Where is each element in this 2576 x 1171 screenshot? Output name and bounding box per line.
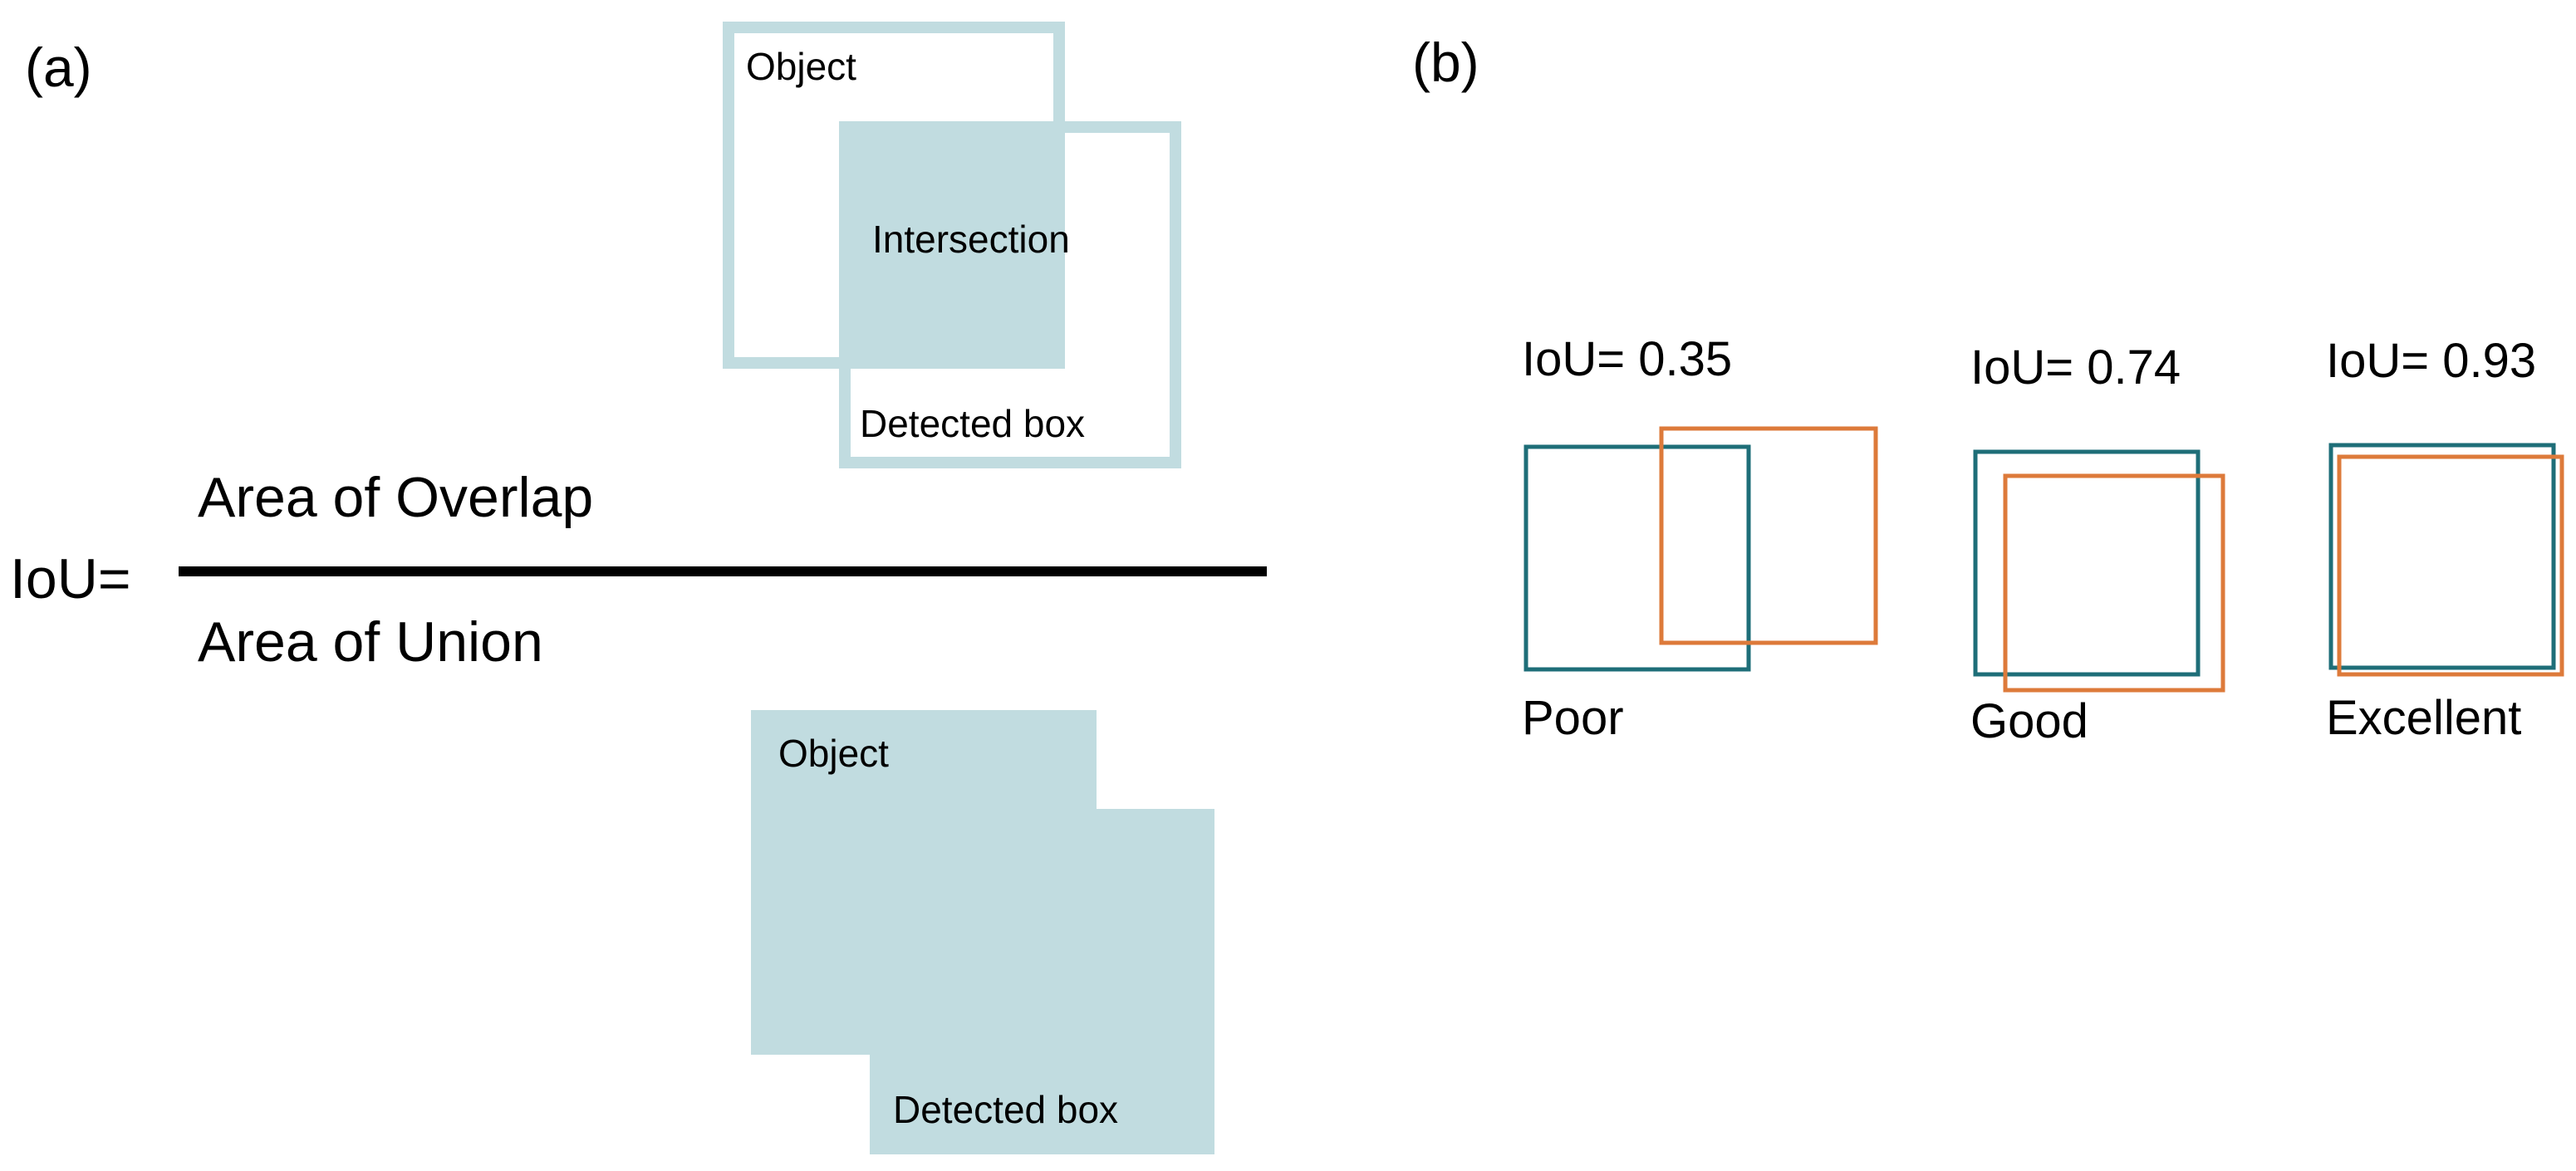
iou-score-good: IoU= 0.74 — [1970, 341, 2181, 394]
quality-label-good: Good — [1970, 694, 2088, 748]
iou-lhs: IoU= — [10, 547, 131, 610]
example-good: IoU= 0.74 Good — [1970, 341, 2225, 748]
ground-truth-box-excellent — [2328, 443, 2556, 670]
example-excellent: IoU= 0.93 Excellent — [2326, 334, 2564, 745]
predicted-box-poor — [1659, 426, 1878, 645]
iou-score-poor: IoU= 0.35 — [1522, 332, 1732, 386]
predicted-box-good — [2003, 473, 2225, 693]
iou-equation: IoU= Area of Overlap Area of Union — [10, 466, 1267, 674]
example-poor: IoU= 0.35 Poor — [1522, 332, 1878, 745]
union-object-label: Object — [778, 732, 889, 775]
overlap-diagram: Object Intersection Detected box — [723, 22, 1181, 468]
numerator-text: Area of Overlap — [198, 466, 593, 529]
ground-truth-box-poor — [1524, 444, 1751, 672]
iou-score-excellent: IoU= 0.93 — [2326, 334, 2536, 388]
panel-b: (b) IoU= 0.35 Poor IoU= 0.74 Good IoU= 0… — [1412, 32, 2564, 748]
fraction-bar — [179, 566, 1267, 576]
ground-truth-box-good — [1973, 449, 2201, 677]
object-label: Object — [746, 45, 856, 88]
denominator-text: Area of Union — [198, 610, 543, 674]
union-detected-label: Detected box — [893, 1088, 1118, 1131]
intersection-region — [839, 121, 1065, 369]
intersection-label: Intersection — [872, 218, 1070, 261]
panel-a-label: (a) — [25, 37, 92, 98]
panel-a: (a) Object Intersection Detected box IoU… — [10, 22, 1267, 1154]
panel-b-label: (b) — [1412, 32, 1479, 93]
quality-label-poor: Poor — [1522, 691, 1624, 745]
quality-label-excellent: Excellent — [2326, 691, 2521, 745]
detected-box-label: Detected box — [860, 402, 1085, 445]
predicted-box-excellent — [2337, 454, 2564, 677]
union-diagram: Object Detected box — [751, 710, 1214, 1154]
union-region — [751, 710, 1214, 1154]
